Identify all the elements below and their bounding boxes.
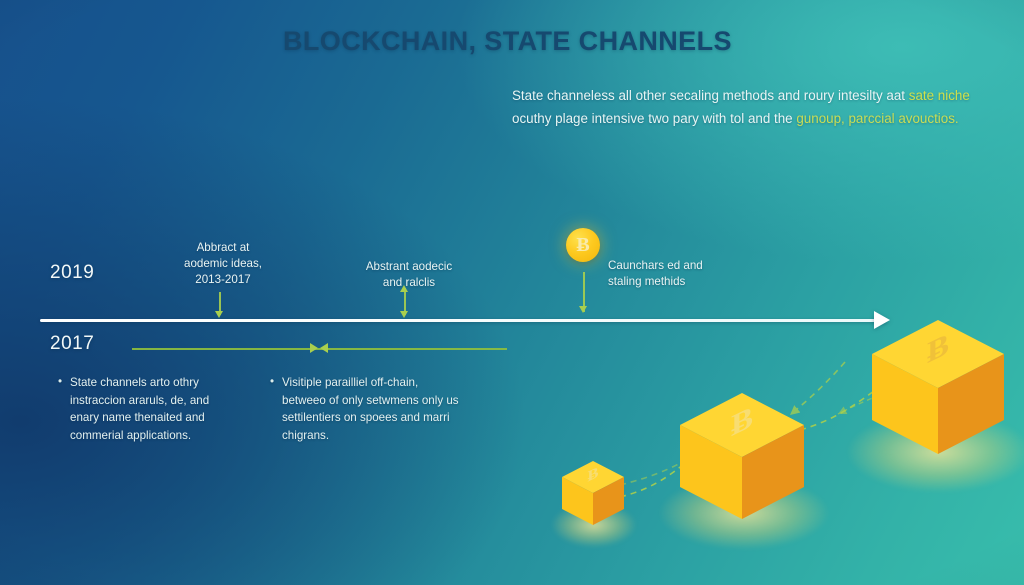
callout-1-connector xyxy=(219,292,221,315)
callout-2-connector xyxy=(404,288,406,315)
cube-small: Ƀ xyxy=(552,455,636,547)
range-measure-line xyxy=(132,348,507,350)
callout-3-connector xyxy=(583,272,585,312)
callout-2-connector-arrow-up-icon xyxy=(400,285,408,292)
cube-small-shape xyxy=(562,461,624,525)
timeline-axis xyxy=(40,319,886,322)
callout-1-line-3: 2013-2017 xyxy=(195,273,251,286)
page-title: BLOCKCHAIN, STATE CHANNELS xyxy=(283,26,732,56)
callout-3-connector-arrow-icon xyxy=(579,306,587,313)
year-label-lower: 2017 xyxy=(50,333,95,354)
list-item: State channels arto othry instraccion ar… xyxy=(58,373,240,444)
callout-1: Abbract at aodemic ideas, 2013-2017 xyxy=(168,240,278,288)
callout-1-connector-arrow-icon xyxy=(215,311,223,318)
cube-medium-shape xyxy=(680,393,804,519)
bitcoin-coin-icon: Ƀ xyxy=(566,228,600,262)
subtitle-paragraph: State channeless all other secaling meth… xyxy=(512,84,982,130)
callout-2-line-1: Abstrant aodecic xyxy=(365,260,453,273)
callout-2-connector-arrow-icon xyxy=(400,311,408,318)
timeline-axis-arrow-icon xyxy=(874,311,890,329)
subtitle-line-1: State channeless all other secaling meth… xyxy=(512,84,982,107)
cube-large: Ƀ xyxy=(848,312,1024,497)
callout-3-line-1: Caunchars ed and xyxy=(608,259,703,272)
subtitle-line-1-text: State channeless all other secaling meth… xyxy=(512,88,909,103)
callout-2: Abstrant aodecic and ralclis xyxy=(350,259,468,291)
subtitle-line-2: ocuthy plage intensive two pary with tol… xyxy=(512,107,982,130)
range-arrow-right-icon xyxy=(310,343,318,353)
list-item: Visitiple parailliel off-chain, betweeo … xyxy=(270,373,460,444)
callout-2-line-2: and ralclis xyxy=(382,276,436,289)
bitcoin-coin-glyph: Ƀ xyxy=(576,234,590,256)
subtitle-line-2-text: ocuthy plage intensive two pary with tol… xyxy=(512,111,797,126)
cube-large-shape xyxy=(872,320,1004,454)
subtitle-line-2-highlight: gunoup, parccial avouctios. xyxy=(796,111,959,126)
range-arrow-left-icon xyxy=(320,343,328,353)
callout-3-line-2: staling methids xyxy=(608,275,686,288)
subtitle-line-1-highlight: sate niche xyxy=(908,88,970,103)
callout-1-line-1: Abbract at xyxy=(196,241,250,254)
year-label-upper: 2019 xyxy=(50,262,95,283)
callout-1-line-2: aodemic ideas, xyxy=(184,257,262,270)
cube-medium: Ƀ xyxy=(660,385,828,550)
bullet-list-right: Visitiple parailliel off-chain, betweeo … xyxy=(270,373,460,444)
callout-3: Caunchars ed and staling methids xyxy=(608,258,736,290)
bullet-list-left: State channels arto othry instraccion ar… xyxy=(58,373,240,444)
